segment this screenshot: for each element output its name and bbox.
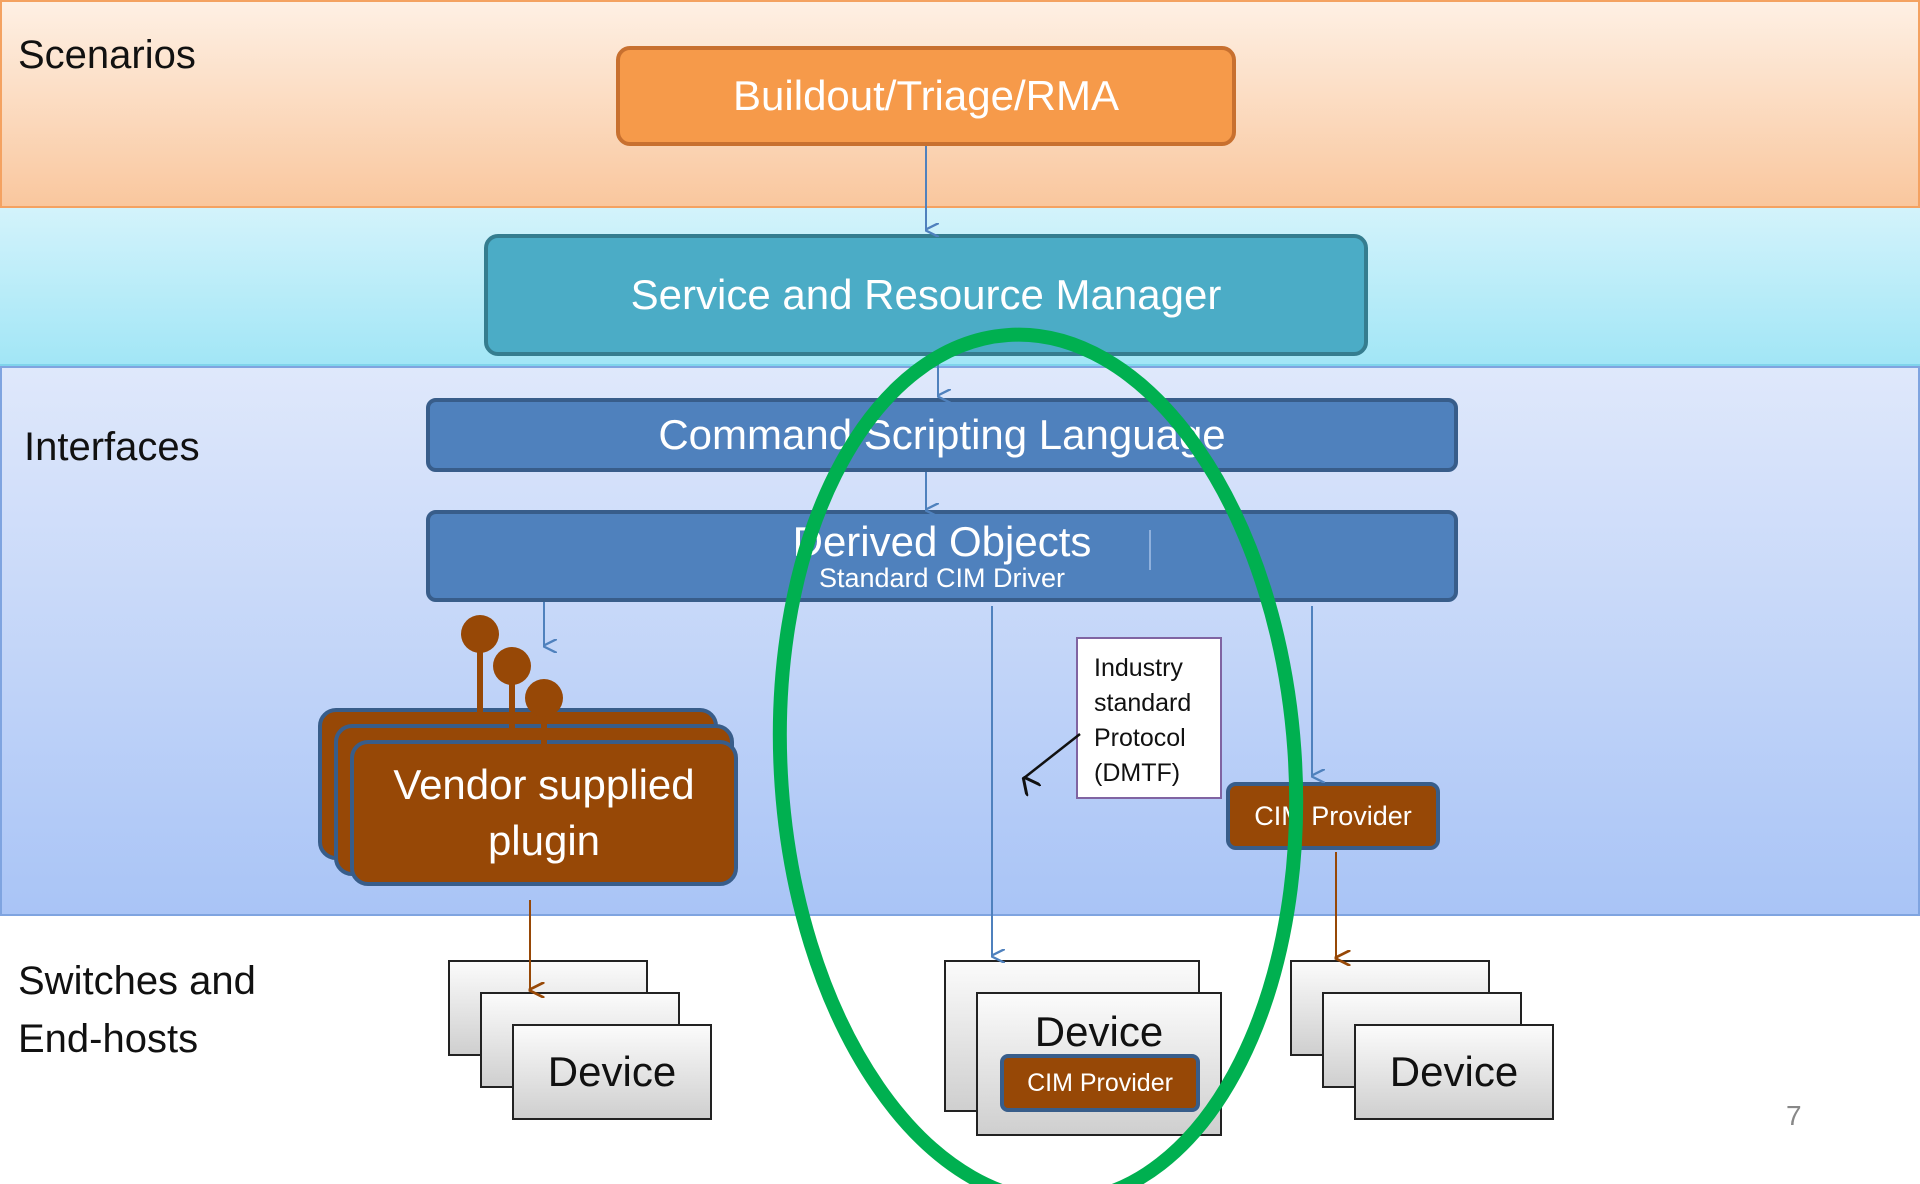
note-line-2: standard — [1094, 689, 1192, 717]
service-resource-manager-box[interactable]: Service and Resource Manager — [484, 234, 1368, 356]
cim-provider-box[interactable]: CIM Provider — [1226, 782, 1440, 850]
note-line-4: (DMTF) — [1094, 759, 1181, 787]
buildout-triage-rma-box[interactable]: Buildout/Triage/RMA — [616, 46, 1236, 146]
layer-label-scenarios: Scenarios — [18, 33, 196, 77]
note-line-3: Protocol — [1094, 724, 1186, 752]
derived-objects-title: Derived Objects — [792, 517, 1092, 565]
device-center-front[interactable]: Device CIM Provider — [976, 992, 1222, 1136]
device-label: Device — [1034, 1008, 1164, 1055]
device-label: Device — [547, 1048, 677, 1095]
page-number: 7 — [1786, 1100, 1802, 1131]
layer-label-interfaces: Interfaces — [24, 425, 200, 469]
industry-protocol-note: Industry standard Protocol (DMTF) — [1076, 637, 1222, 799]
standard-cim-driver-label: Standard CIM Driver — [818, 562, 1066, 593]
device-left-front[interactable]: Device — [512, 1024, 712, 1120]
device-label: Device — [1389, 1048, 1519, 1095]
vendor-supplied-plugin-box[interactable]: Vendor supplied plugin — [350, 740, 738, 886]
layer-label-switches: Switches and End-hosts — [18, 959, 256, 1061]
device-right-front[interactable]: Device — [1354, 1024, 1554, 1120]
note-line-1: Industry — [1094, 654, 1183, 682]
derived-objects-box[interactable]: Derived Objects Standard CIM Driver — [426, 510, 1458, 602]
embedded-cim-provider-box[interactable]: CIM Provider — [1000, 1054, 1200, 1112]
command-scripting-language-box[interactable]: Command Scripting Language — [426, 398, 1458, 472]
